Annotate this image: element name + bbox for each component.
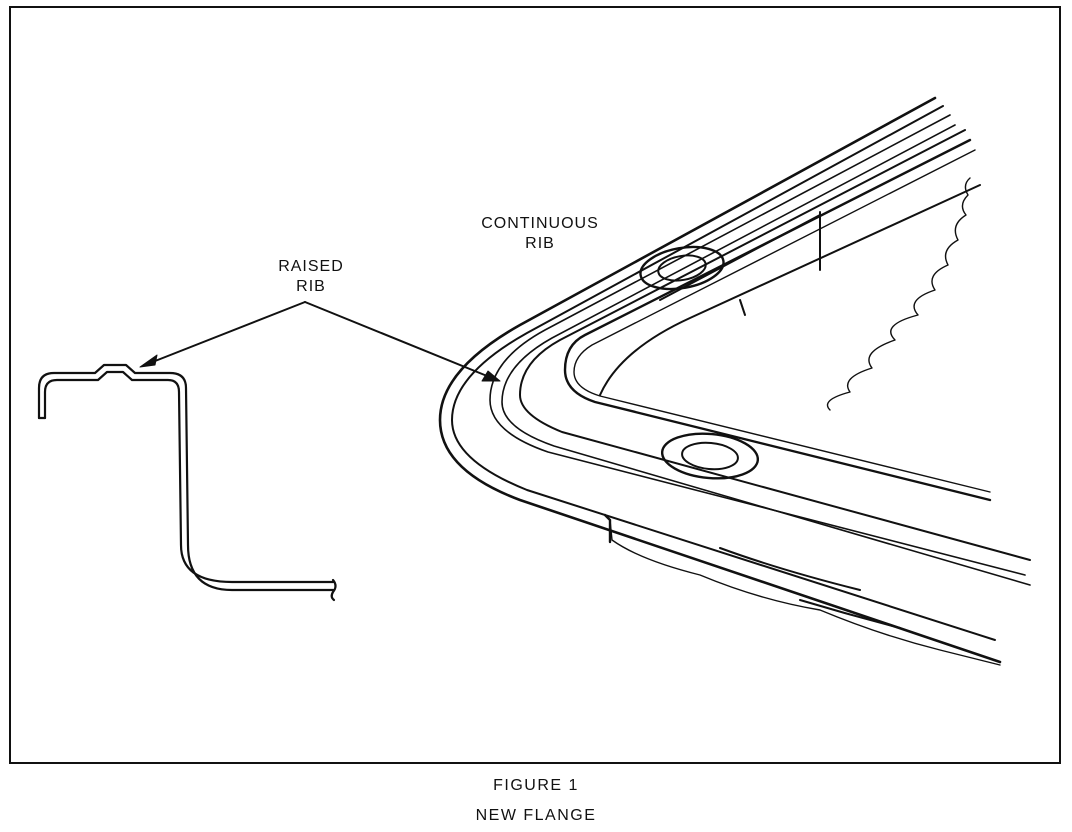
raised-rib-label-line2: RIB [296,278,326,295]
raised-rib-label: RAISED RIB [266,257,356,297]
arrowhead-left [139,354,158,368]
raised-rib-label-line1: RAISED [278,258,344,275]
leader-arrows [149,301,493,379]
figure-title: NEW FLANGE [475,807,597,824]
continuous-rib-label: CONTINUOUS RIB [472,214,608,254]
figure-frame [9,6,1061,764]
bolt-hole-lower [660,432,760,480]
arrowhead-right [481,370,501,382]
figure-number: FIGURE 1 [493,777,579,794]
bolt-hole-upper [639,245,725,291]
pan-corner [438,96,1031,666]
flange-cross-section [37,363,337,602]
continuous-rib-label-line2: RIB [525,235,555,252]
continuous-rib-label-line1: CONTINUOUS [481,215,599,232]
